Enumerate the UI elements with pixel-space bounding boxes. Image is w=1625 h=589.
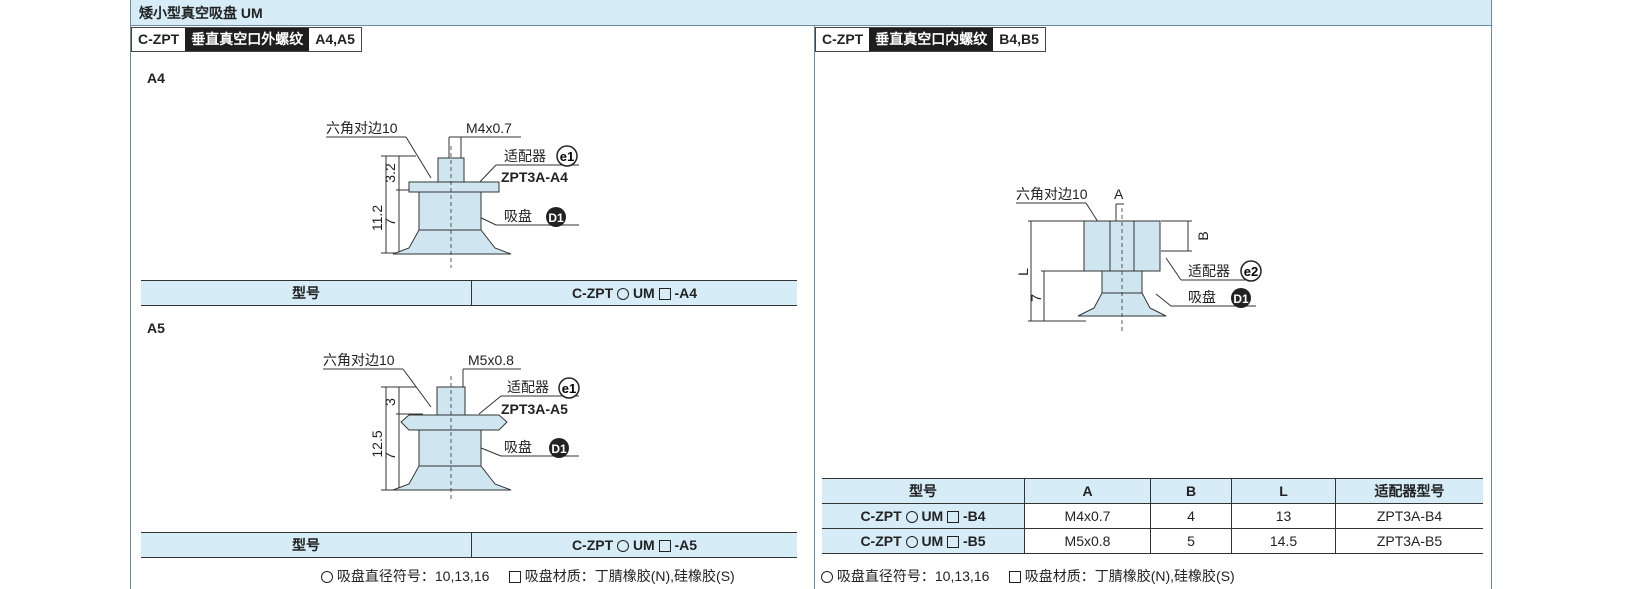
b-col-adapter: 适配器型号	[1335, 478, 1483, 504]
b5-a: M5x0.8	[1024, 528, 1151, 554]
b4-a: M4x0.7	[1024, 503, 1151, 529]
b4-l: 13	[1231, 503, 1336, 529]
b-dim-l: L	[1016, 268, 1031, 276]
right-tab-type: 垂直真空口内螺纹	[869, 28, 994, 51]
a4-table-header: 型号	[141, 280, 472, 306]
b-pad-badge: D1	[1233, 292, 1249, 306]
a5-dim-bottom: 7	[382, 452, 398, 460]
a4-drawing: 六角对边10 M4x0.7 适配器 ZPT3A-A4 吸盘 11.2 3.2 7…	[326, 120, 579, 268]
b-adapter-badge: e2	[1244, 264, 1258, 279]
right-tab-codes: B4,B5	[999, 31, 1039, 47]
column-divider	[814, 26, 815, 589]
left-tab-type: 垂直真空口外螺纹	[185, 28, 310, 51]
diameter-symbol-icon	[821, 571, 833, 583]
material-symbol-icon	[508, 571, 521, 583]
a5-dim-total: 12.5	[369, 430, 385, 457]
b-dim-a: A	[1114, 186, 1124, 202]
a4-adapter-badge: e1	[560, 149, 574, 164]
a5-dim-top: 3	[382, 398, 398, 406]
table-row: C-ZPT UM -B4 M4x0.7 4 13 ZPT3A-B4	[822, 503, 1483, 529]
a4-dim-top: 3.2	[382, 163, 398, 183]
a5-thread: M5x0.8	[468, 352, 514, 368]
b4-adapter: ZPT3A-B4	[1335, 503, 1483, 529]
a4-adapter-model: ZPT3A-A4	[501, 169, 568, 185]
a5-adapter-badge: e1	[562, 381, 576, 396]
material-symbol-icon	[1008, 571, 1021, 583]
b-col-model: 型号	[822, 478, 1025, 504]
right-tab-series: C-ZPT	[822, 31, 864, 47]
a5-pad-label: 吸盘	[504, 439, 532, 455]
b-col-b: B	[1150, 478, 1232, 504]
a5-table-header: 型号	[141, 532, 472, 558]
right-tabset: C-ZPT 垂直真空口内螺纹 B4,B5	[815, 27, 1046, 52]
b-col-l: L	[1231, 478, 1336, 504]
left-tabset: C-ZPT 垂直真空口外螺纹 A4,A5	[131, 27, 362, 52]
b-pad-label: 吸盘	[1188, 289, 1216, 305]
a5-model-table: 型号 C-ZPT UM -A5	[141, 532, 797, 558]
b5-model: C-ZPT UM -B5	[822, 528, 1025, 554]
a4-pad-badge: D1	[548, 211, 564, 225]
b4-model: C-ZPT UM -B4	[822, 503, 1025, 529]
b-spec-table: 型号 A B L 适配器型号 C-ZPT UM -B4 M4x0.7 4 13 …	[822, 478, 1483, 554]
a5-tag: A5	[147, 320, 165, 336]
a5-hex-label: 六角对边10	[323, 352, 395, 368]
left-footnote: 吸盘直径符号：10,13,16 吸盘材质：丁腈橡胶(N),硅橡胶(S)	[321, 566, 735, 586]
a5-adapter-label: 适配器	[507, 379, 549, 395]
left-tab-codes: A4,A5	[315, 31, 355, 47]
b-dim-b: B	[1195, 231, 1211, 240]
catalog-frame: 矮小型真空吸盘 UM C-ZPT 垂直真空口外螺纹 A4,A5 C-ZPT 垂直…	[130, 0, 1492, 589]
material-placeholder-icon	[947, 511, 960, 523]
diameter-symbol-icon	[321, 571, 333, 583]
diameter-placeholder-icon	[905, 511, 918, 523]
right-footnote: 吸盘直径符号：10,13,16 吸盘材质：丁腈橡胶(N),硅橡胶(S)	[821, 566, 1235, 586]
a4-hex-label: 六角对边10	[326, 120, 398, 136]
material-placeholder-icon	[658, 288, 671, 300]
a4-tag: A4	[147, 70, 165, 86]
a5-pad-badge: D1	[551, 442, 567, 456]
a5-table-model: C-ZPT UM -A5	[471, 532, 797, 558]
section-title: 矮小型真空吸盘 UM	[131, 0, 1491, 26]
material-placeholder-icon	[947, 536, 960, 548]
a4-thread: M4x0.7	[466, 120, 512, 136]
a5-drawing: 六角对边10 M5x0.8 适配器 ZPT3A-A5 吸盘 12.5 3 7 e…	[323, 352, 580, 502]
a5-adapter-model: ZPT3A-A5	[501, 401, 568, 417]
diameter-placeholder-icon	[905, 536, 918, 548]
a4-table-model: C-ZPT UM -A4	[471, 280, 797, 306]
a4-dim-total: 11.2	[369, 205, 385, 231]
b-hex-label: 六角对边10	[1016, 186, 1088, 202]
a4-pad-label: 吸盘	[504, 208, 532, 224]
b-dim-7: 7	[1028, 294, 1044, 302]
b5-l: 14.5	[1231, 528, 1336, 554]
b-adapter-label: 适配器	[1188, 263, 1230, 279]
b4-b: 4	[1150, 503, 1232, 529]
a4-model-table: 型号 C-ZPT UM -A4	[141, 280, 797, 306]
a4-adapter-label: 适配器	[504, 148, 546, 164]
material-placeholder-icon	[658, 540, 671, 552]
b-table-header-row: 型号 A B L 适配器型号	[822, 478, 1483, 504]
b5-adapter: ZPT3A-B5	[1335, 528, 1483, 554]
a4-dim-bottom: 7	[382, 218, 398, 226]
b-drawing: 六角对边10 A B L 7 适配器 吸盘 e2 D1	[1016, 186, 1262, 331]
b-col-a: A	[1024, 478, 1151, 504]
left-tab-series: C-ZPT	[138, 31, 180, 47]
diameter-placeholder-icon	[617, 288, 630, 300]
b5-b: 5	[1150, 528, 1232, 554]
table-row: C-ZPT UM -B5 M5x0.8 5 14.5 ZPT3A-B5	[822, 528, 1483, 554]
diameter-placeholder-icon	[617, 540, 630, 552]
